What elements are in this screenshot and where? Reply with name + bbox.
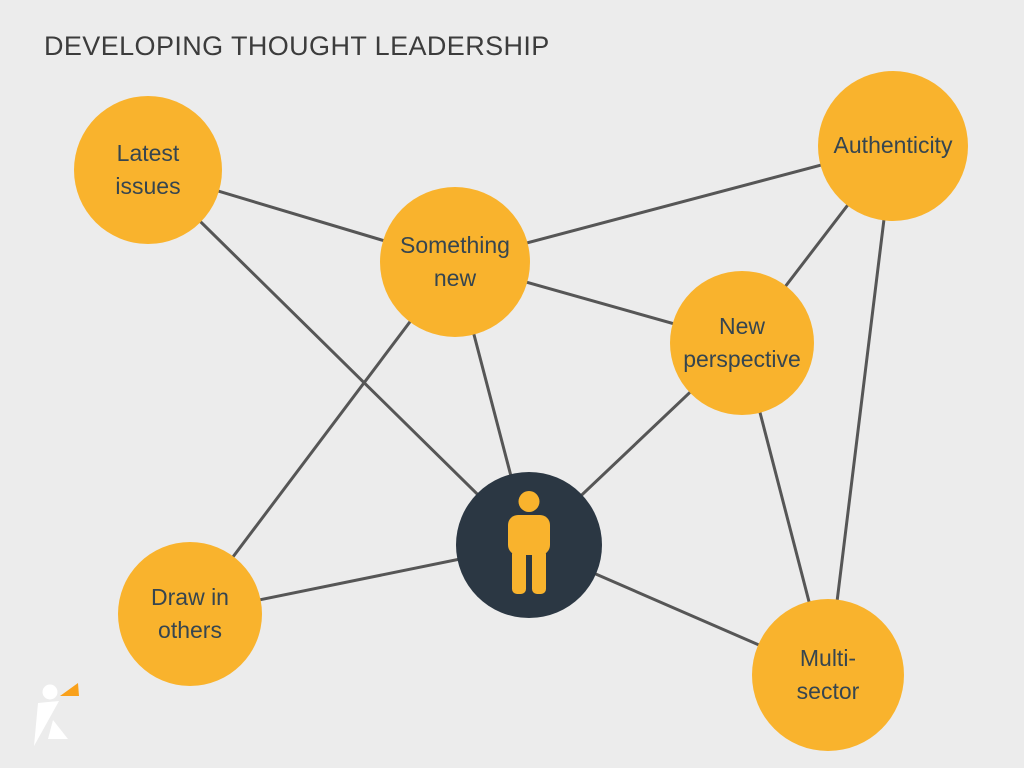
node-new-perspective: New perspective [670,271,814,415]
logo-head [42,684,58,700]
node-person [456,472,602,618]
node-something-new: Something new [380,187,530,337]
node-draw-in-others: Draw in others [118,542,262,686]
page-title: DEVELOPING THOUGHT LEADERSHIP [44,31,550,61]
node-latest-issues: Latest issues [74,96,222,244]
logo-flag-triangle [60,683,79,696]
edge-authenticity--multi-sector [826,144,895,677]
brand-logo [34,683,79,746]
node-label-multi-sector: Multi- sector [796,644,860,704]
logo-leg-shape [48,720,68,739]
node-label-draw-in-others: Draw in others [151,583,229,643]
node-label-something-new: Something new [400,231,510,291]
logo-body-shape [34,701,59,746]
node-authenticity: Authenticity [818,71,968,221]
node-multi-sector: Multi- sector [752,599,904,751]
person-icon [508,491,550,594]
node-label-new-perspective: New perspective [683,312,801,372]
edge-latest-issues--person [146,168,531,547]
node-label-latest-issues: Latest issues [115,139,181,199]
node-label-authenticity: Authenticity [833,132,953,159]
